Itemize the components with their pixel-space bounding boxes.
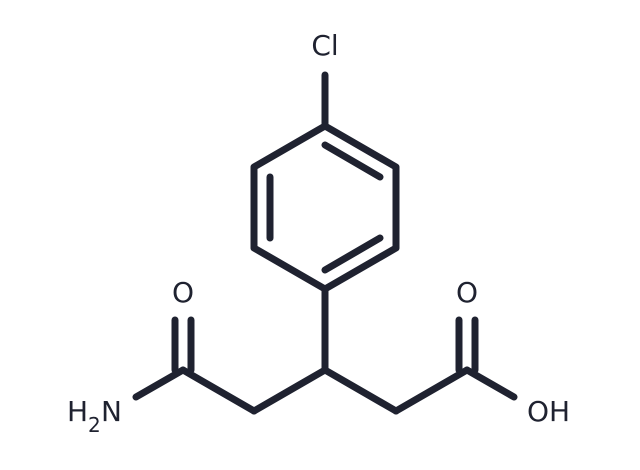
atom-h-amide: H [67, 395, 88, 428]
benzene-ring [250, 122, 400, 293]
bond-acid-coh [463, 366, 518, 401]
atom-oh: OH [527, 395, 570, 428]
bond-ch-ch2-right [321, 366, 400, 415]
atom-o-acid: O [456, 276, 478, 309]
atom-n-amide: N [101, 395, 122, 428]
bond-ch2-acid-c [392, 366, 471, 415]
atom-o-amide: O [172, 276, 194, 309]
atom-cl: Cl [311, 29, 338, 62]
bond-ch-ch2-left [250, 366, 329, 415]
atom-h-subscript: 2 [88, 413, 101, 437]
ring-double-bond-1 [321, 141, 384, 181]
bond-amide-cn [132, 366, 187, 401]
ring-double-bond-2 [321, 234, 384, 274]
bond-ch2-amide-c [179, 366, 258, 415]
